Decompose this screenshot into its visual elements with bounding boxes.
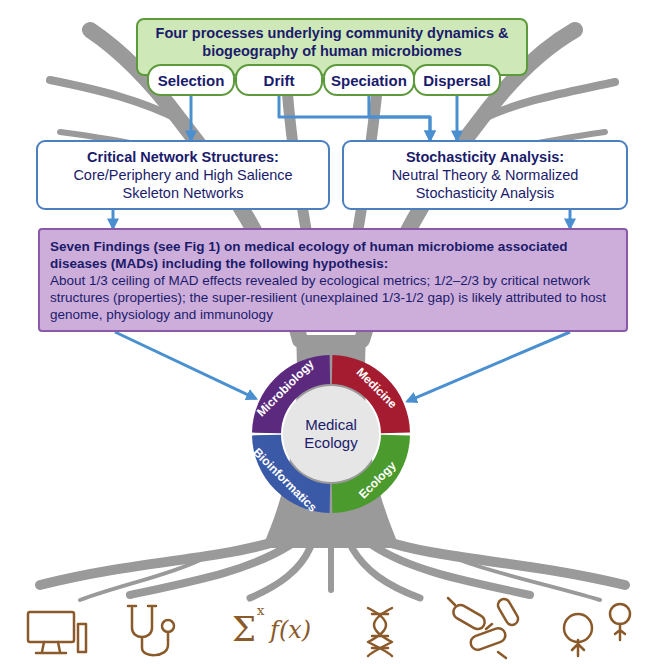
center-label: Medical Ecology bbox=[289, 416, 373, 452]
flow-arrow bbox=[456, 96, 459, 140]
stethoscope-icon bbox=[128, 606, 174, 655]
formula-symbol: Σ bbox=[232, 612, 256, 646]
process-pill: Selection bbox=[147, 64, 235, 96]
box-text: Four processes underlying community dyna… bbox=[148, 24, 516, 60]
method-box: Stochasticity Analysis:Neutral Theory & … bbox=[342, 140, 628, 210]
computer-icon bbox=[28, 612, 86, 653]
box-text: Core/Periphery and High Salience Skeleto… bbox=[48, 166, 318, 202]
tree-trunk bbox=[262, 335, 400, 548]
flow-arrow bbox=[279, 96, 430, 140]
box-heading: Seven Findings (see Fig 1) on medical ec… bbox=[50, 238, 616, 272]
box-text: Speciation bbox=[331, 72, 407, 89]
box-text: Drift bbox=[264, 72, 295, 89]
findings-box: Seven Findings (see Fig 1) on medical ec… bbox=[38, 228, 628, 332]
method-box: Critical Network Structures:Core/Periphe… bbox=[36, 140, 330, 210]
box-text: About 1/3 ceiling of MAD effects reveale… bbox=[50, 272, 616, 323]
flow-arrow bbox=[112, 210, 115, 228]
dna-icon bbox=[368, 608, 392, 656]
bacteria-icon bbox=[448, 597, 520, 658]
box-text: Selection bbox=[158, 72, 225, 89]
box-heading: Critical Network Structures: bbox=[87, 148, 279, 166]
discipline-wheel: Medical EcologyMicrobiologyMedicineBioin… bbox=[251, 354, 411, 514]
box-heading: Stochasticity Analysis: bbox=[406, 148, 564, 166]
flow-arrow bbox=[569, 210, 572, 228]
flow-arrow bbox=[190, 96, 193, 140]
wheel-center bbox=[283, 386, 379, 482]
tree-icon bbox=[564, 604, 630, 656]
process-pill: Dispersal bbox=[413, 64, 501, 96]
process-pill: Speciation bbox=[323, 64, 415, 96]
tree-roots bbox=[40, 540, 625, 600]
formula-symbol: f(x) bbox=[270, 618, 311, 642]
box-text: Dispersal bbox=[423, 72, 491, 89]
flow-arrow bbox=[369, 96, 430, 140]
formula-symbol: x bbox=[257, 604, 264, 617]
box-text: Neutral Theory & Normalized Stochasticit… bbox=[354, 166, 616, 202]
flow-arrow bbox=[407, 332, 570, 401]
process-pill: Drift bbox=[235, 64, 323, 96]
flow-arrow bbox=[115, 332, 256, 399]
